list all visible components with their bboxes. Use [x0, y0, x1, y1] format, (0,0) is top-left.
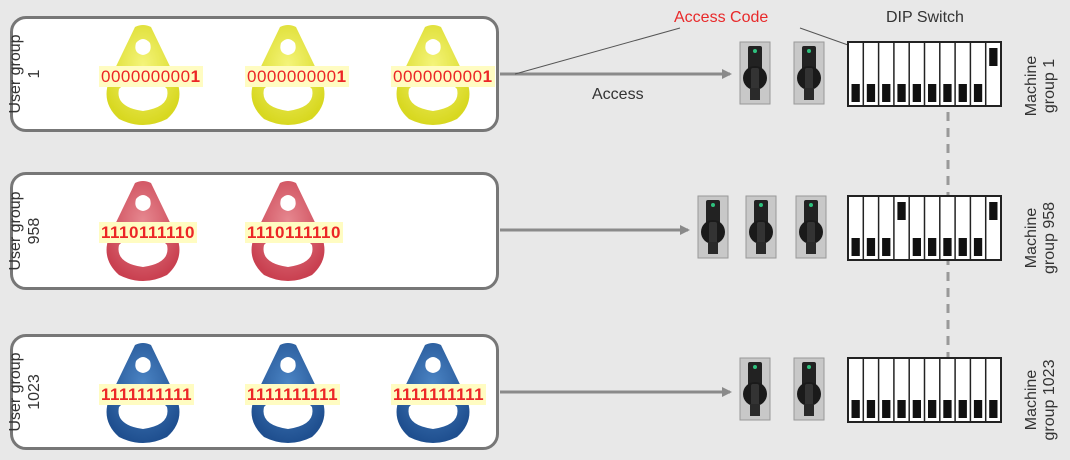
- dip-switch-label: DIP Switch: [886, 9, 964, 26]
- access-code-value: 1111111111: [245, 384, 341, 405]
- access-code-value: 1110111110: [99, 222, 197, 243]
- user-group-label: User group 1: [7, 34, 43, 114]
- dip-switch-on: [943, 400, 952, 418]
- user-group-label: User group 958: [7, 191, 43, 271]
- dip-switch-block: [847, 357, 1002, 423]
- dip-switch-on: [912, 400, 921, 418]
- machine-group-label: Machine group 1023: [1023, 359, 1058, 441]
- dip-switch-on: [928, 238, 937, 256]
- door-reader-icon: [697, 195, 729, 259]
- code-digits: 000000000: [393, 67, 483, 86]
- door-reader-icon: [793, 41, 825, 105]
- dip-switch-on: [958, 84, 967, 102]
- dip-switch-on: [912, 238, 921, 256]
- door-reader-icon: [795, 195, 827, 259]
- access-code-value: 1110111110: [245, 222, 343, 243]
- user-group-box: User group 958 1110111110 1110111110: [7, 172, 499, 290]
- door-reader-icon: [793, 357, 825, 421]
- user-group-box: User group 1023 1111111111 1111111111 11111…: [7, 334, 499, 450]
- dip-switch-off: [897, 202, 906, 220]
- code-digits-bold: 1111111111: [101, 385, 193, 404]
- dip-switch-on: [943, 84, 952, 102]
- dip-switch-on: [912, 84, 921, 102]
- dip-switch-on: [989, 400, 998, 418]
- dip-switch-on: [928, 84, 937, 102]
- access-label: Access: [592, 86, 644, 103]
- dip-switch-off: [989, 202, 998, 220]
- machine-group-label: Machine group 1: [1023, 55, 1058, 117]
- diagram-canvas: [500, 27, 1002, 423]
- dip-switch-on: [958, 400, 967, 418]
- code-digits: 000000000: [101, 67, 191, 86]
- dip-switch-on: [882, 84, 891, 102]
- access-code-value: 0000000001: [99, 66, 203, 87]
- dip-switch-on: [897, 84, 906, 102]
- dip-switch-on: [851, 238, 860, 256]
- access-code-value: 0000000001: [245, 66, 349, 87]
- code-digits-bold: 1: [482, 67, 493, 86]
- dip-switch-on: [958, 238, 967, 256]
- code-digits-bold: 1110111110: [101, 223, 195, 242]
- dip-switch-on: [973, 238, 983, 256]
- machine-group-label: Machine group 958: [1023, 201, 1058, 275]
- dip-switch-on: [851, 400, 860, 418]
- access-code-value: 1111111111: [391, 384, 487, 405]
- code-digits: 000000000: [247, 67, 337, 86]
- user-group-label: User group 1023: [7, 352, 43, 432]
- code-digits-bold: 1110111110: [247, 223, 341, 242]
- code-digits-bold: 1111111111: [247, 385, 339, 404]
- dip-switch-off: [989, 48, 998, 66]
- code-digits-bold: 1: [336, 67, 347, 86]
- dip-switch-block: [847, 195, 1002, 261]
- access-code-label: Access Code: [674, 9, 769, 26]
- dip-switch-on: [897, 400, 906, 418]
- dip-switch-on: [973, 400, 983, 418]
- dip-switch-on: [928, 400, 937, 418]
- code-digits-bold: 1111111111: [393, 385, 485, 404]
- door-reader-icon: [739, 41, 771, 105]
- dip-switch-on: [973, 84, 983, 102]
- code-digits-bold: 1: [190, 67, 201, 86]
- callout-line-dip-switch: [799, 27, 849, 46]
- dip-switch-block: [847, 41, 1002, 107]
- callout-line-access-code: [514, 27, 681, 75]
- dip-switch-on: [882, 238, 891, 256]
- dip-switch-on: [866, 84, 876, 102]
- access-code-value: 0000000001: [391, 66, 495, 87]
- door-reader-icon: [739, 357, 771, 421]
- dip-switch-on: [866, 400, 876, 418]
- dip-switch-on: [882, 400, 891, 418]
- dip-switch-on: [943, 238, 952, 256]
- access-code-value: 1111111111: [99, 384, 195, 405]
- dip-switch-on: [866, 238, 876, 256]
- door-reader-icon: [745, 195, 777, 259]
- dip-switch-on: [851, 84, 860, 102]
